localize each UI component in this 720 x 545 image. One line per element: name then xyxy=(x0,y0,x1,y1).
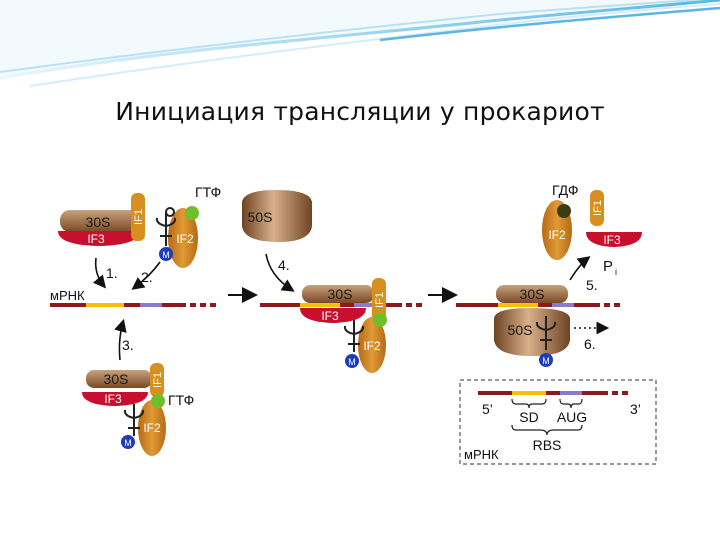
gtp-icon xyxy=(185,206,199,220)
legend-rbs: RBS xyxy=(533,437,562,453)
methionine-icon xyxy=(539,353,553,367)
complex-if2-trna-gtp: IF2 ГТФ M xyxy=(155,184,221,268)
label-if1-released: IF1 xyxy=(592,200,604,216)
svg-text:M: M xyxy=(124,438,132,448)
label-if2-released: IF2 xyxy=(548,228,566,242)
step-labels: 1. 2. 3. 4. 5. 6. xyxy=(106,257,598,353)
arrow-icon xyxy=(131,261,161,290)
label-if3: IF3 xyxy=(87,232,105,246)
svg-text:M: M xyxy=(348,357,356,367)
svg-text:30S: 30S xyxy=(328,286,353,302)
trna-icon xyxy=(155,207,177,246)
methionine-icon xyxy=(159,247,173,261)
gtp-icon xyxy=(373,313,387,327)
label-if2: IF2 xyxy=(176,232,194,246)
svg-text:IF3: IF3 xyxy=(104,392,122,406)
legend-three-prime: 3’ xyxy=(630,401,641,417)
mrna-strand-2 xyxy=(260,303,422,307)
aug-codon xyxy=(140,303,162,307)
svg-text:IF1: IF1 xyxy=(152,372,164,388)
label-mrna: мРНК xyxy=(50,288,85,303)
factor-if3 xyxy=(58,231,140,246)
step-4-label: 4. xyxy=(278,257,290,273)
legend-five-prime: 5’ xyxy=(482,401,493,417)
label-met: M xyxy=(162,250,170,260)
trna-icon xyxy=(123,404,145,436)
complex-30s-if3-if1-initial: 30S IF3 IF1 xyxy=(58,193,145,246)
svg-text:M: M xyxy=(542,356,550,366)
svg-text:i: i xyxy=(615,267,617,277)
trna-icon xyxy=(535,316,557,350)
step-3-label: 3. xyxy=(122,337,134,353)
step-1-label: 1. xyxy=(106,265,118,281)
methionine-icon xyxy=(345,354,359,368)
step-2-label: 2. xyxy=(141,269,153,285)
released-factors: ГДФ IF2 IF1 IF3 xyxy=(542,182,642,260)
sd-sequence xyxy=(86,303,124,307)
complex-30s-bottom: 30S IF3 IF1 IF2 ГТФ M xyxy=(82,363,194,456)
label-gtp: ГТФ xyxy=(195,184,221,200)
step-6-label: 6. xyxy=(584,336,596,352)
svg-text:50S: 50S xyxy=(508,322,533,338)
arrow-icon xyxy=(92,257,107,289)
label-if3-released: IF3 xyxy=(603,233,621,247)
factor-if3-released xyxy=(586,232,642,247)
svg-text:ГТФ: ГТФ xyxy=(168,392,194,408)
label-50s: 50S xyxy=(248,209,273,225)
methionine-icon xyxy=(121,435,135,449)
svg-text:IF2: IF2 xyxy=(363,339,381,353)
header-waves xyxy=(0,0,720,87)
svg-text:30S: 30S xyxy=(104,371,129,387)
svg-text:30S: 30S xyxy=(520,286,545,302)
svg-text:IF1: IF1 xyxy=(374,292,386,308)
legend-sd: SD xyxy=(519,409,538,425)
subunit-30s xyxy=(60,210,140,232)
label-gdp: ГДФ xyxy=(552,182,578,198)
pi-label: P i xyxy=(603,258,617,277)
step-arrows xyxy=(92,253,610,361)
arrow-icon xyxy=(265,253,295,292)
mrna-strand-1: мРНК xyxy=(50,288,216,307)
legend-mrna: мРНК xyxy=(464,447,499,462)
svg-text:P: P xyxy=(603,258,613,275)
ribosome-70s: 30S 50S M xyxy=(494,285,570,367)
mrna-strand-3 xyxy=(456,303,620,307)
label-if1: IF1 xyxy=(133,209,145,225)
factor-if1 xyxy=(131,193,145,241)
factor-if1-released xyxy=(590,190,604,226)
initiation-complex-30s: 30S IF1 IF3 IF2 M xyxy=(300,278,387,373)
factor-if2 xyxy=(168,208,198,268)
arrow-icon xyxy=(114,318,127,361)
gdp-icon xyxy=(557,204,571,218)
svg-text:IF2: IF2 xyxy=(143,421,161,435)
legend-aug: AUG xyxy=(557,409,587,425)
label-30s: 30S xyxy=(86,214,111,230)
slide-title: Инициация трансляции у прокариот xyxy=(115,97,605,126)
legend-box: 5’ 3’ SD AUG RBS мРНК xyxy=(459,379,657,465)
arrow-icon xyxy=(569,256,591,281)
step-5-label: 5. xyxy=(586,277,598,293)
svg-text:IF3: IF3 xyxy=(321,309,339,323)
trna-icon xyxy=(343,320,365,352)
gtp-icon xyxy=(151,394,165,408)
subunit-50s-free: 50S xyxy=(242,190,312,242)
